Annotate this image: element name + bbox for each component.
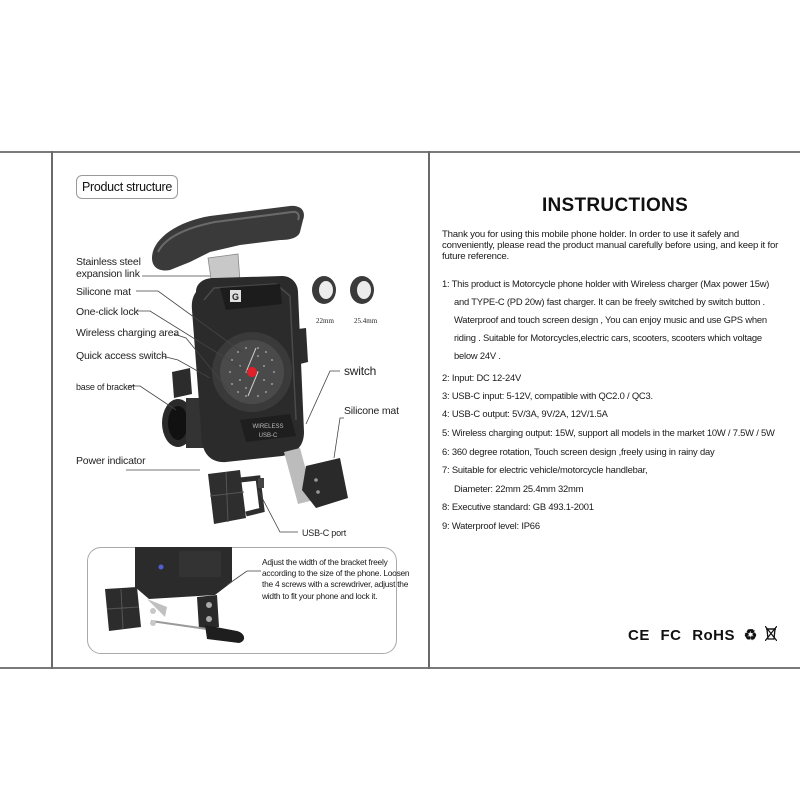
- instruction-item-1-cont: below 24V .: [454, 350, 501, 361]
- label-quick-access-switch: Quick access switch: [76, 350, 167, 362]
- label-base-of-bracket: base of bracket: [76, 382, 135, 392]
- svg-text:WIRELESS: WIRELESS: [252, 424, 283, 430]
- weee-bin-icon: [764, 625, 778, 642]
- label-stainless-steel: Stainless steel: [76, 256, 141, 268]
- frame-top-line: [0, 151, 800, 153]
- adjust-width-callout-box: [87, 547, 397, 654]
- fc-mark-icon: FC: [660, 627, 682, 644]
- instruction-item-5: 5: Wireless charging output: 15W, suppor…: [442, 427, 775, 438]
- label-expansion-link: expansion link: [76, 268, 140, 280]
- callout-leader-lines: [126, 275, 344, 533]
- instruction-item-2: 2: Input: DC 12-24V: [442, 372, 522, 383]
- instructions-intro: Thank you for using this mobile phone ho…: [442, 229, 779, 262]
- instruction-item-7-cont: Diameter: 22mm 25.4mm 32mm: [454, 483, 584, 494]
- instruction-item-4: 4: USB-C output: 5V/3A, 9V/2A, 12V/1.5A: [442, 408, 608, 419]
- instruction-item-1: 1: This product is Motorcycle phone hold…: [442, 278, 770, 289]
- phone-holder-illustration: G WIRELESS USB-C: [152, 205, 374, 524]
- svg-text:USB-C: USB-C: [259, 433, 278, 439]
- label-switch: switch: [344, 364, 377, 378]
- instruction-item-7: 7: Suitable for electric vehicle/motorcy…: [442, 464, 648, 475]
- instruction-item-1-cont: and TYPE-C (PD 20w) fast charger. It can…: [454, 296, 765, 307]
- ce-mark-icon: CE: [628, 627, 650, 644]
- certification-marks: CE FC RoHS ♻: [628, 625, 778, 644]
- frame-bottom-line: [0, 667, 800, 669]
- label-silicone-mat-left: Silicone mat: [76, 286, 131, 298]
- instruction-item-8: 8: Executive standard: GB 493.1-2001: [442, 501, 594, 512]
- instruction-item-6: 6: 360 degree rotation, Touch screen des…: [442, 446, 715, 457]
- instruction-item-3: 3: USB-C input: 5-12V, compatible with Q…: [442, 390, 653, 401]
- svg-text:G: G: [232, 292, 239, 302]
- label-silicone-mat-right: Silicone mat: [344, 405, 399, 417]
- adapter-size-25-4mm: 25.4mm: [354, 317, 378, 325]
- frame-left-divider: [51, 151, 53, 669]
- label-power-indicator: Power indicator: [76, 455, 146, 467]
- label-one-click-lock: One-click lock: [76, 306, 139, 318]
- screwdriver-adjustment-illustration: [105, 547, 261, 643]
- section-title-product-structure: Product structure: [76, 175, 178, 199]
- recycle-icon: ♻: [743, 627, 758, 644]
- instruction-item-1-cont: riding . Suitable for Motorcycles,electr…: [454, 332, 762, 343]
- rohs-mark-icon: RoHS: [692, 627, 736, 644]
- frame-center-divider: [428, 151, 430, 669]
- instructions-title: INSTRUCTIONS: [541, 195, 689, 216]
- label-wireless-charging-area: Wireless charging area: [76, 327, 179, 339]
- instruction-item-1-cont: Waterproof and touch screen design , You…: [454, 314, 767, 325]
- instruction-item-9: 9: Waterproof level: IP66: [442, 520, 540, 531]
- adjust-width-instructions: Adjust the width of the bracket freely a…: [262, 557, 410, 601]
- label-usb-c-port: USB-C port: [302, 528, 347, 538]
- adapter-size-22mm: 22mm: [316, 317, 334, 325]
